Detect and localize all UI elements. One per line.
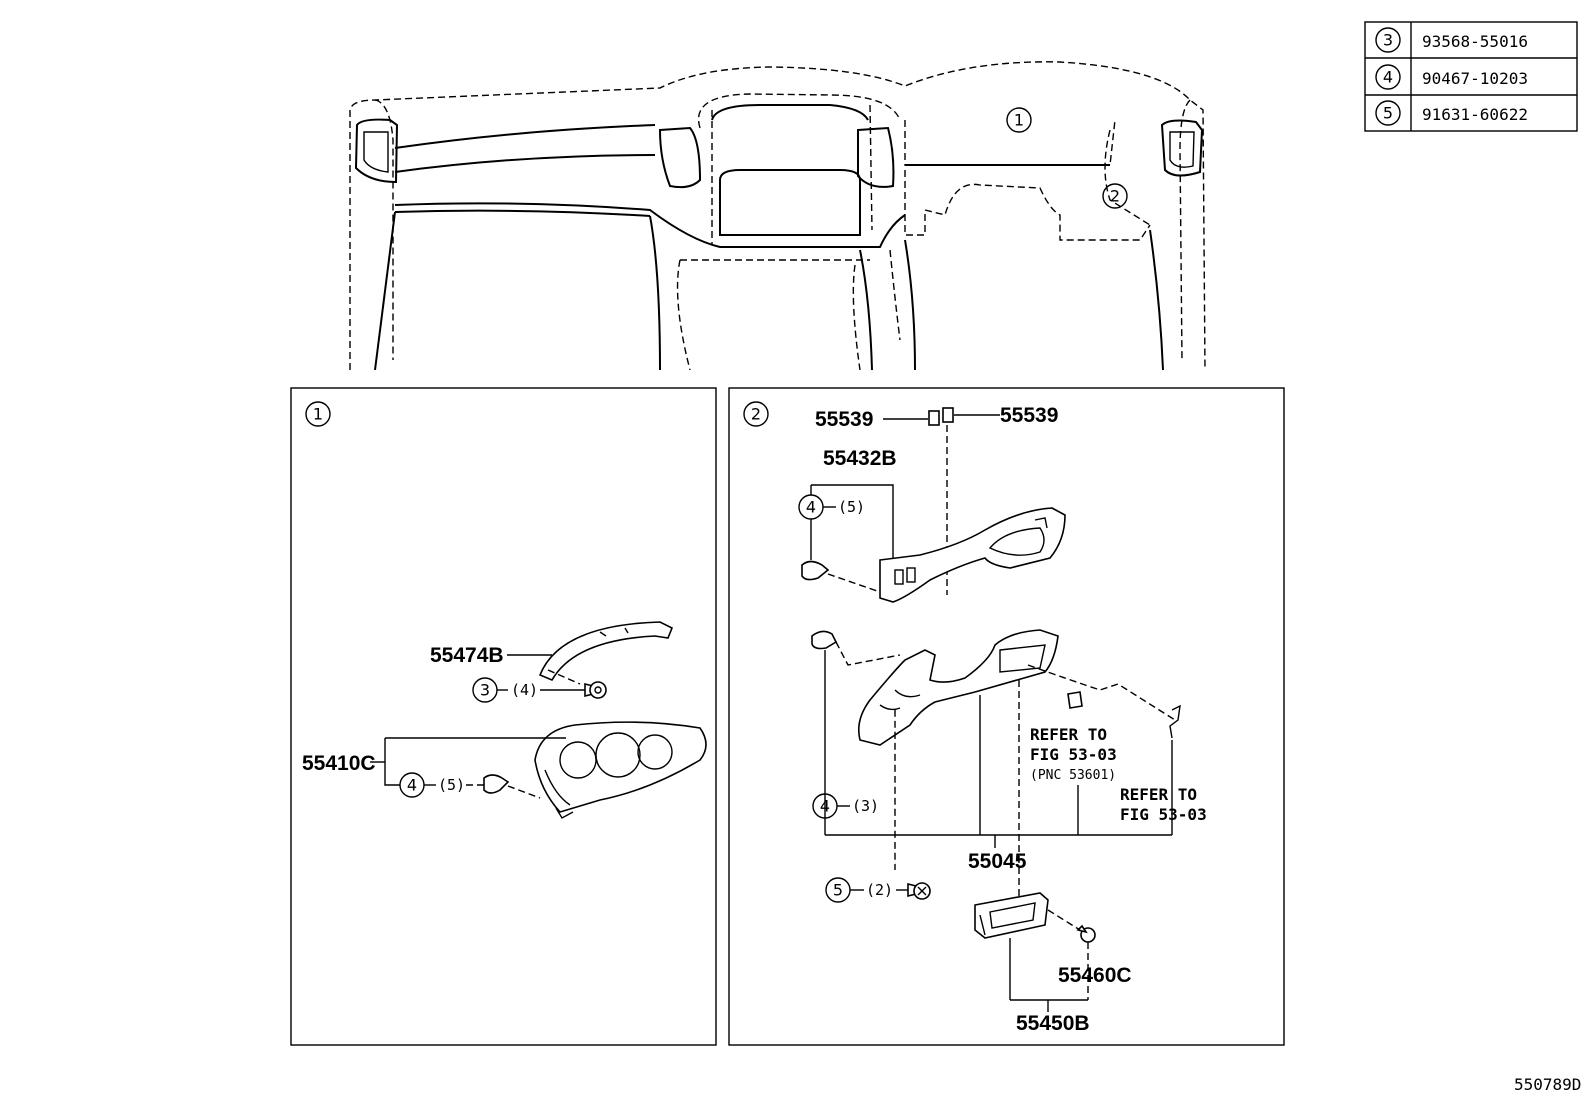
panel-2-qty-5: (2) <box>866 881 893 899</box>
table-row-part-number: 93568-55016 <box>1422 32 1528 51</box>
clip-icon <box>1067 691 1083 709</box>
panel-2-callout-4a: 4 <box>806 498 816 517</box>
part-55450B-illustration <box>974 892 1049 939</box>
label-55539-right: 55539 <box>1000 404 1058 427</box>
panel-1-key: 1 <box>313 405 323 424</box>
clip-icon <box>483 774 510 794</box>
panel-1-callout-3: 3 <box>480 681 490 700</box>
label-55474B: 55474B <box>430 644 504 667</box>
panel-2-key: 2 <box>751 405 761 424</box>
refer-note-2-line-1: REFER TO <box>1120 785 1197 804</box>
callout-circle-icon <box>1375 100 1401 126</box>
screw-icon <box>907 882 931 900</box>
refer-note-1-line-3: (PNC 53601) <box>1030 768 1116 783</box>
label-55539-left: 55539 <box>815 408 873 431</box>
dashboard-overview-illustration: 1 2 <box>349 61 1206 371</box>
refer-note-1-line-2: FIG 53-03 <box>1030 745 1117 764</box>
table-row-key: 5 <box>1383 104 1393 123</box>
screw-icon <box>584 681 607 699</box>
label-55450B: 55450B <box>1016 1012 1090 1035</box>
panel-1-qty-3: (4) <box>511 681 538 699</box>
part-55474B-illustration <box>538 621 674 682</box>
refer-note-2-line-2: FIG 53-03 <box>1120 805 1207 824</box>
callout-circle-icon <box>1375 27 1401 53</box>
label-55045: 55045 <box>968 850 1027 873</box>
callout-circle-icon <box>1102 183 1128 209</box>
label-55460C: 55460C <box>1058 964 1132 987</box>
table-row-key: 4 <box>1383 68 1393 87</box>
panel-2-callout-4b: 4 <box>820 797 830 816</box>
panel-2-qty-4a: (5) <box>838 498 865 516</box>
label-55432B: 55432B <box>823 447 897 470</box>
overview-callout-2: 2 <box>1110 187 1120 206</box>
part-55460C-illustration <box>1076 924 1096 943</box>
clip-icon <box>1169 704 1181 739</box>
table-row-part-number: 91631-60622 <box>1422 105 1528 124</box>
parts-table-row: 5 91631-60622 <box>1375 100 1528 126</box>
parts-table-row: 4 90467-10203 <box>1375 64 1528 90</box>
parts-table-row: 3 93568-55016 <box>1375 27 1528 53</box>
part-55410C-illustration <box>534 721 707 819</box>
figure-id: 550789D <box>1514 1075 1581 1094</box>
callout-circle-icon <box>1006 107 1032 133</box>
callout-circle-icon <box>1375 64 1401 90</box>
parts-table: 3 93568-55016 4 90467-10203 5 91631-6062… <box>1364 21 1578 132</box>
table-row-key: 3 <box>1383 31 1393 50</box>
panel-2-callout-5: 5 <box>833 881 843 900</box>
detail-panel-2: 2 55539 55539 55432B 4 (5) <box>728 387 1285 1046</box>
panel-1-qty-4: (5) <box>438 776 465 794</box>
clip-icon <box>801 560 830 581</box>
part-55539-illustration <box>928 407 954 426</box>
detail-panel-1: 1 55474B 3 (4) 55410C <box>290 387 717 1046</box>
table-row-part-number: 90467-10203 <box>1422 69 1528 88</box>
overview-callout-1: 1 <box>1014 111 1024 130</box>
panel-2-qty-4b: (3) <box>852 797 879 815</box>
refer-note-1-line-1: REFER TO <box>1030 725 1107 744</box>
callout-circle-icon <box>305 401 331 427</box>
clip-icon <box>811 630 838 650</box>
callout-circle-icon <box>743 401 769 427</box>
part-55432B-illustration <box>879 507 1066 603</box>
panel-1-callout-4: 4 <box>407 776 417 795</box>
label-55410C: 55410C <box>302 752 376 775</box>
part-55045-illustration <box>857 629 1059 746</box>
